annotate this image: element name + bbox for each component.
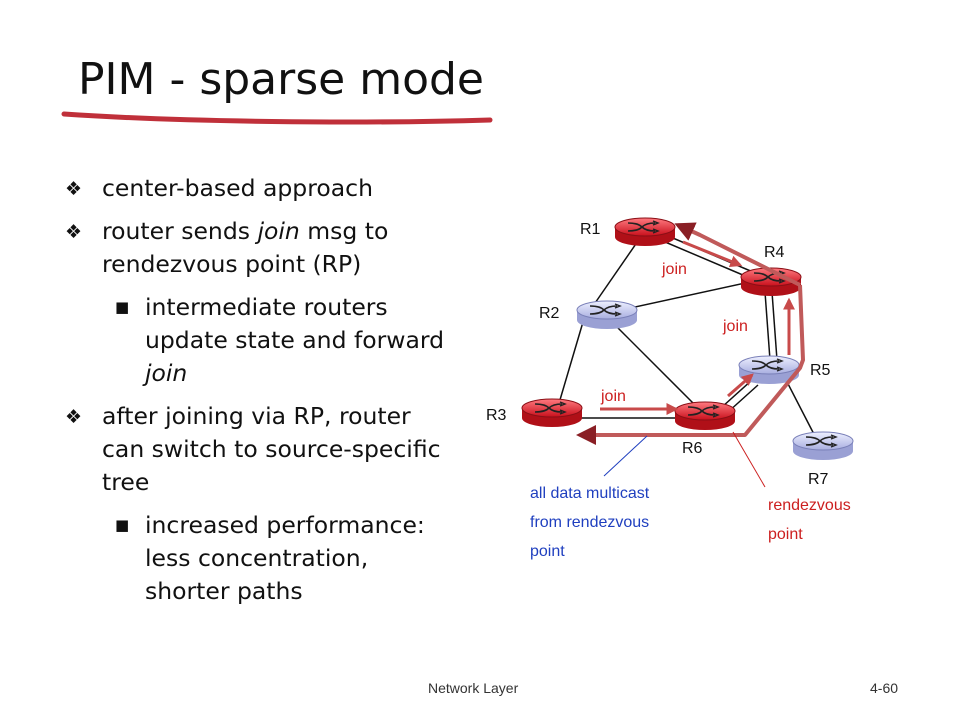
- join-arrow-r6-r5: [727, 373, 754, 398]
- link-r1-r4-b: [650, 235, 758, 282]
- router-label-r6: R6: [682, 440, 703, 457]
- bullet-text-part: msg to rendezvous point (RP): [102, 217, 389, 278]
- diamond-bullet-icon: ❖: [65, 406, 83, 428]
- annotation-pointer-data: [603, 435, 648, 477]
- sub-bullet-item: ■ intermediate routers update state and …: [65, 291, 450, 390]
- router-r5: [738, 355, 800, 384]
- square-bullet-icon: ■: [115, 516, 130, 534]
- bullet-item: ❖ router sends join msg to rendezvous po…: [65, 215, 450, 281]
- bullet-text: center-based approach: [102, 174, 373, 202]
- annotation-pointer-rp: [732, 431, 766, 488]
- link-r1-r2: [592, 237, 641, 307]
- router-label-r7: R7: [808, 471, 829, 488]
- router-label-r1: R1: [580, 221, 601, 238]
- diamond-bullet-icon: ❖: [65, 221, 83, 243]
- router-label-r4: R4: [764, 244, 785, 261]
- router-label-r5: R5: [810, 362, 831, 379]
- data-path: [576, 222, 805, 445]
- router-r6: [674, 401, 736, 430]
- router-label-r2: R2: [539, 305, 560, 322]
- link-r5-r7: [784, 377, 819, 443]
- bullet-text-part: router sends: [102, 217, 258, 245]
- router-label-r3: R3: [486, 407, 507, 424]
- link-r2-r6: [614, 324, 701, 411]
- diamond-bullet-icon: ❖: [65, 178, 83, 200]
- join-arrow-r1-r4: [682, 240, 743, 267]
- bullet-text-emphasis: join: [257, 217, 300, 245]
- router-r7: [792, 431, 854, 460]
- sub-bullet-item: ■ increased performance: less concentrat…: [65, 509, 450, 608]
- bullet-text: increased performance: less concentratio…: [145, 511, 425, 605]
- title-underline: [61, 111, 493, 125]
- square-bullet-icon: ■: [115, 298, 130, 316]
- join-label: join: [661, 261, 687, 278]
- link-r4-r5-a: [764, 291, 771, 361]
- router-r2: [576, 300, 638, 329]
- data-path-r1-r3: [576, 284, 805, 445]
- bullet-item: ❖ center-based approach: [65, 172, 450, 205]
- slide-title: PIM - sparse mode: [78, 54, 484, 105]
- annotation-rendezvous-point: rendezvous point: [768, 497, 855, 543]
- bullet-text: after joining via RP, router can switch …: [102, 402, 441, 496]
- annotation-data-multicast: all data multicast from rendezvous point: [530, 485, 654, 560]
- join-label: join: [600, 388, 626, 405]
- footer-section: Network Layer: [428, 680, 519, 696]
- bullet-list: ❖ center-based approach ❖ router sends j…: [65, 172, 450, 618]
- bullet-text-emphasis: join: [145, 359, 188, 387]
- data-path-r4-r1: [674, 222, 801, 287]
- link-r2-r3: [556, 321, 584, 411]
- router-r1: [614, 217, 676, 246]
- footer-slide-number: 4-60: [870, 680, 899, 696]
- link-r4-r5-b: [771, 291, 778, 361]
- join-label: join: [722, 318, 748, 335]
- router-r4: [740, 267, 802, 296]
- bullet-item: ❖ after joining via RP, router can switc…: [65, 400, 450, 499]
- bullet-text-part: intermediate routers update state and fo…: [145, 293, 445, 354]
- router-r3: [521, 398, 583, 427]
- join-arrows: [600, 240, 795, 415]
